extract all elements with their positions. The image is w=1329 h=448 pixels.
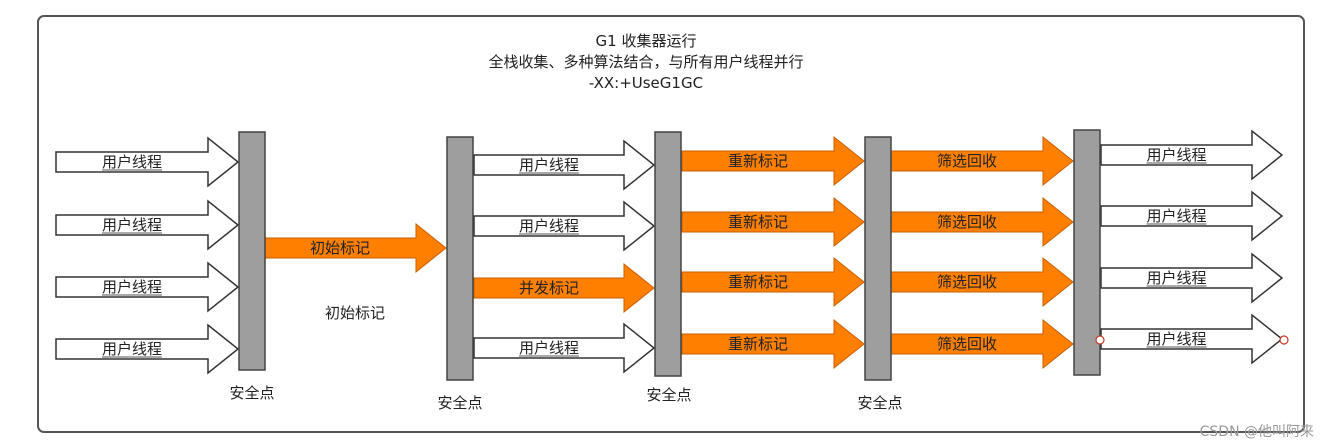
cleanup-arrow-label: 筛选回收 bbox=[937, 335, 997, 353]
concurrent-mark-arrow-label: 并发标记 bbox=[519, 279, 579, 297]
title-line-2: 全栈收集、多种算法结合，与所有用户线程并行 bbox=[488, 53, 803, 71]
user-thread-arrow bbox=[1100, 313, 1284, 365]
cleanup-arrow bbox=[890, 196, 1074, 248]
user-thread-arrow bbox=[55, 261, 240, 313]
remark-arrow bbox=[681, 135, 865, 187]
safepoint-bar bbox=[864, 136, 892, 381]
safepoint-layer: 安全点安全点安全点安全点 bbox=[229, 129, 1101, 412]
arrow-layer: 用户线程用户线程用户线程用户线程初始标记用户线程用户线程并发标记用户线程重新标记… bbox=[55, 129, 1284, 375]
remark-arrow bbox=[681, 196, 865, 248]
remark-arrow-label: 重新标记 bbox=[728, 273, 788, 291]
initial-mark-note: 初始标记 bbox=[325, 304, 385, 322]
initial-mark-arrow-label: 初始标记 bbox=[310, 239, 370, 257]
csdn-watermark: CSDN @他叫阿来 bbox=[1200, 424, 1314, 440]
user-thread-arrow bbox=[55, 136, 240, 188]
safepoint-bar-label: 安全点 bbox=[229, 384, 274, 402]
user-thread-arrow-label: 用户线程 bbox=[1146, 146, 1206, 164]
remark-arrow-label: 重新标记 bbox=[728, 152, 788, 170]
safepoint-bar bbox=[446, 136, 474, 381]
safepoint-bar-label: 安全点 bbox=[646, 386, 691, 404]
user-thread-arrow-label: 用户线程 bbox=[1146, 207, 1206, 225]
remark-arrow-label: 重新标记 bbox=[728, 335, 788, 353]
cleanup-arrow-label: 筛选回收 bbox=[937, 152, 997, 170]
remark-arrow-label: 重新标记 bbox=[728, 213, 788, 231]
cleanup-arrow bbox=[890, 135, 1074, 187]
safepoint-bar bbox=[654, 131, 682, 377]
user-thread-arrow bbox=[1100, 190, 1284, 242]
cleanup-arrow bbox=[890, 256, 1074, 308]
user-thread-arrow bbox=[473, 200, 656, 252]
marker-circle bbox=[1279, 335, 1289, 345]
user-thread-arrow-label: 用户线程 bbox=[102, 216, 162, 234]
title-line-1: G1 收集器运行 bbox=[596, 32, 697, 50]
safepoint-bar bbox=[238, 131, 266, 371]
cleanup-arrow-label: 筛选回收 bbox=[937, 273, 997, 291]
user-thread-arrow-label: 用户线程 bbox=[1146, 330, 1206, 348]
user-thread-arrow bbox=[473, 322, 656, 374]
user-thread-arrow-label: 用户线程 bbox=[102, 340, 162, 358]
user-thread-arrow-label: 用户线程 bbox=[519, 217, 579, 235]
user-thread-arrow-label: 用户线程 bbox=[519, 339, 579, 357]
user-thread-arrow bbox=[55, 199, 240, 251]
cleanup-arrow bbox=[890, 318, 1074, 370]
safepoint-bar-label: 安全点 bbox=[857, 394, 902, 412]
user-thread-arrow bbox=[1100, 252, 1284, 304]
user-thread-arrow-label: 用户线程 bbox=[102, 153, 162, 171]
user-thread-arrow bbox=[55, 323, 240, 375]
initial-mark-arrow bbox=[263, 222, 447, 274]
user-thread-arrow bbox=[1100, 129, 1284, 181]
user-thread-arrow-label: 用户线程 bbox=[519, 156, 579, 174]
concurrent-mark-arrow bbox=[473, 262, 655, 314]
cleanup-arrow-label: 筛选回收 bbox=[937, 213, 997, 231]
title-line-3: -XX:+UseG1GC bbox=[589, 74, 703, 92]
user-thread-arrow bbox=[473, 139, 656, 191]
user-thread-arrow-label: 用户线程 bbox=[102, 278, 162, 296]
remark-arrow bbox=[681, 318, 865, 370]
user-thread-arrow-label: 用户线程 bbox=[1146, 269, 1206, 287]
safepoint-bar bbox=[1073, 129, 1101, 376]
safepoint-bar-label: 安全点 bbox=[437, 394, 482, 412]
marker-circle bbox=[1095, 335, 1105, 345]
remark-arrow bbox=[681, 256, 865, 308]
